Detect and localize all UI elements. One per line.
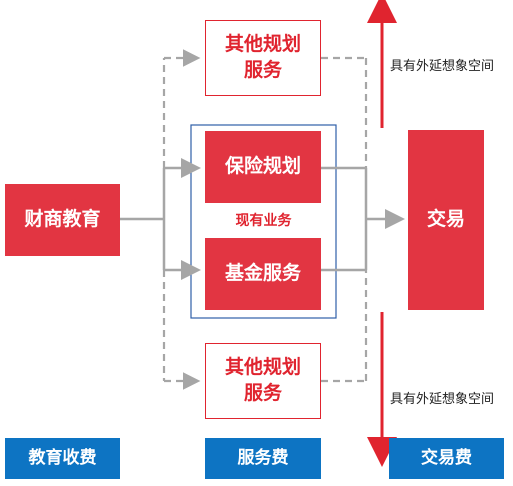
footer-education-fee: 教育收费 <box>5 438 120 479</box>
node-education: 财商教育 <box>5 184 120 256</box>
footer-service-fee: 服务费 <box>205 438 321 479</box>
side-label-top: 具有外延想象空间 <box>390 59 495 74</box>
node-insurance-planning: 保险规划 <box>205 131 321 203</box>
side-label-bottom: 具有外延想象空间 <box>390 392 495 407</box>
existing-business-label: 现有业务 <box>235 213 292 229</box>
node-trade: 交易 <box>408 130 484 310</box>
footer-trade-fee: 交易费 <box>389 438 504 479</box>
node-other-services-bottom: 其他规划 服务 <box>205 343 321 419</box>
node-other-services-top: 其他规划 服务 <box>205 20 321 96</box>
existing-business-frame <box>190 124 337 319</box>
node-fund-service: 基金服务 <box>205 238 321 310</box>
